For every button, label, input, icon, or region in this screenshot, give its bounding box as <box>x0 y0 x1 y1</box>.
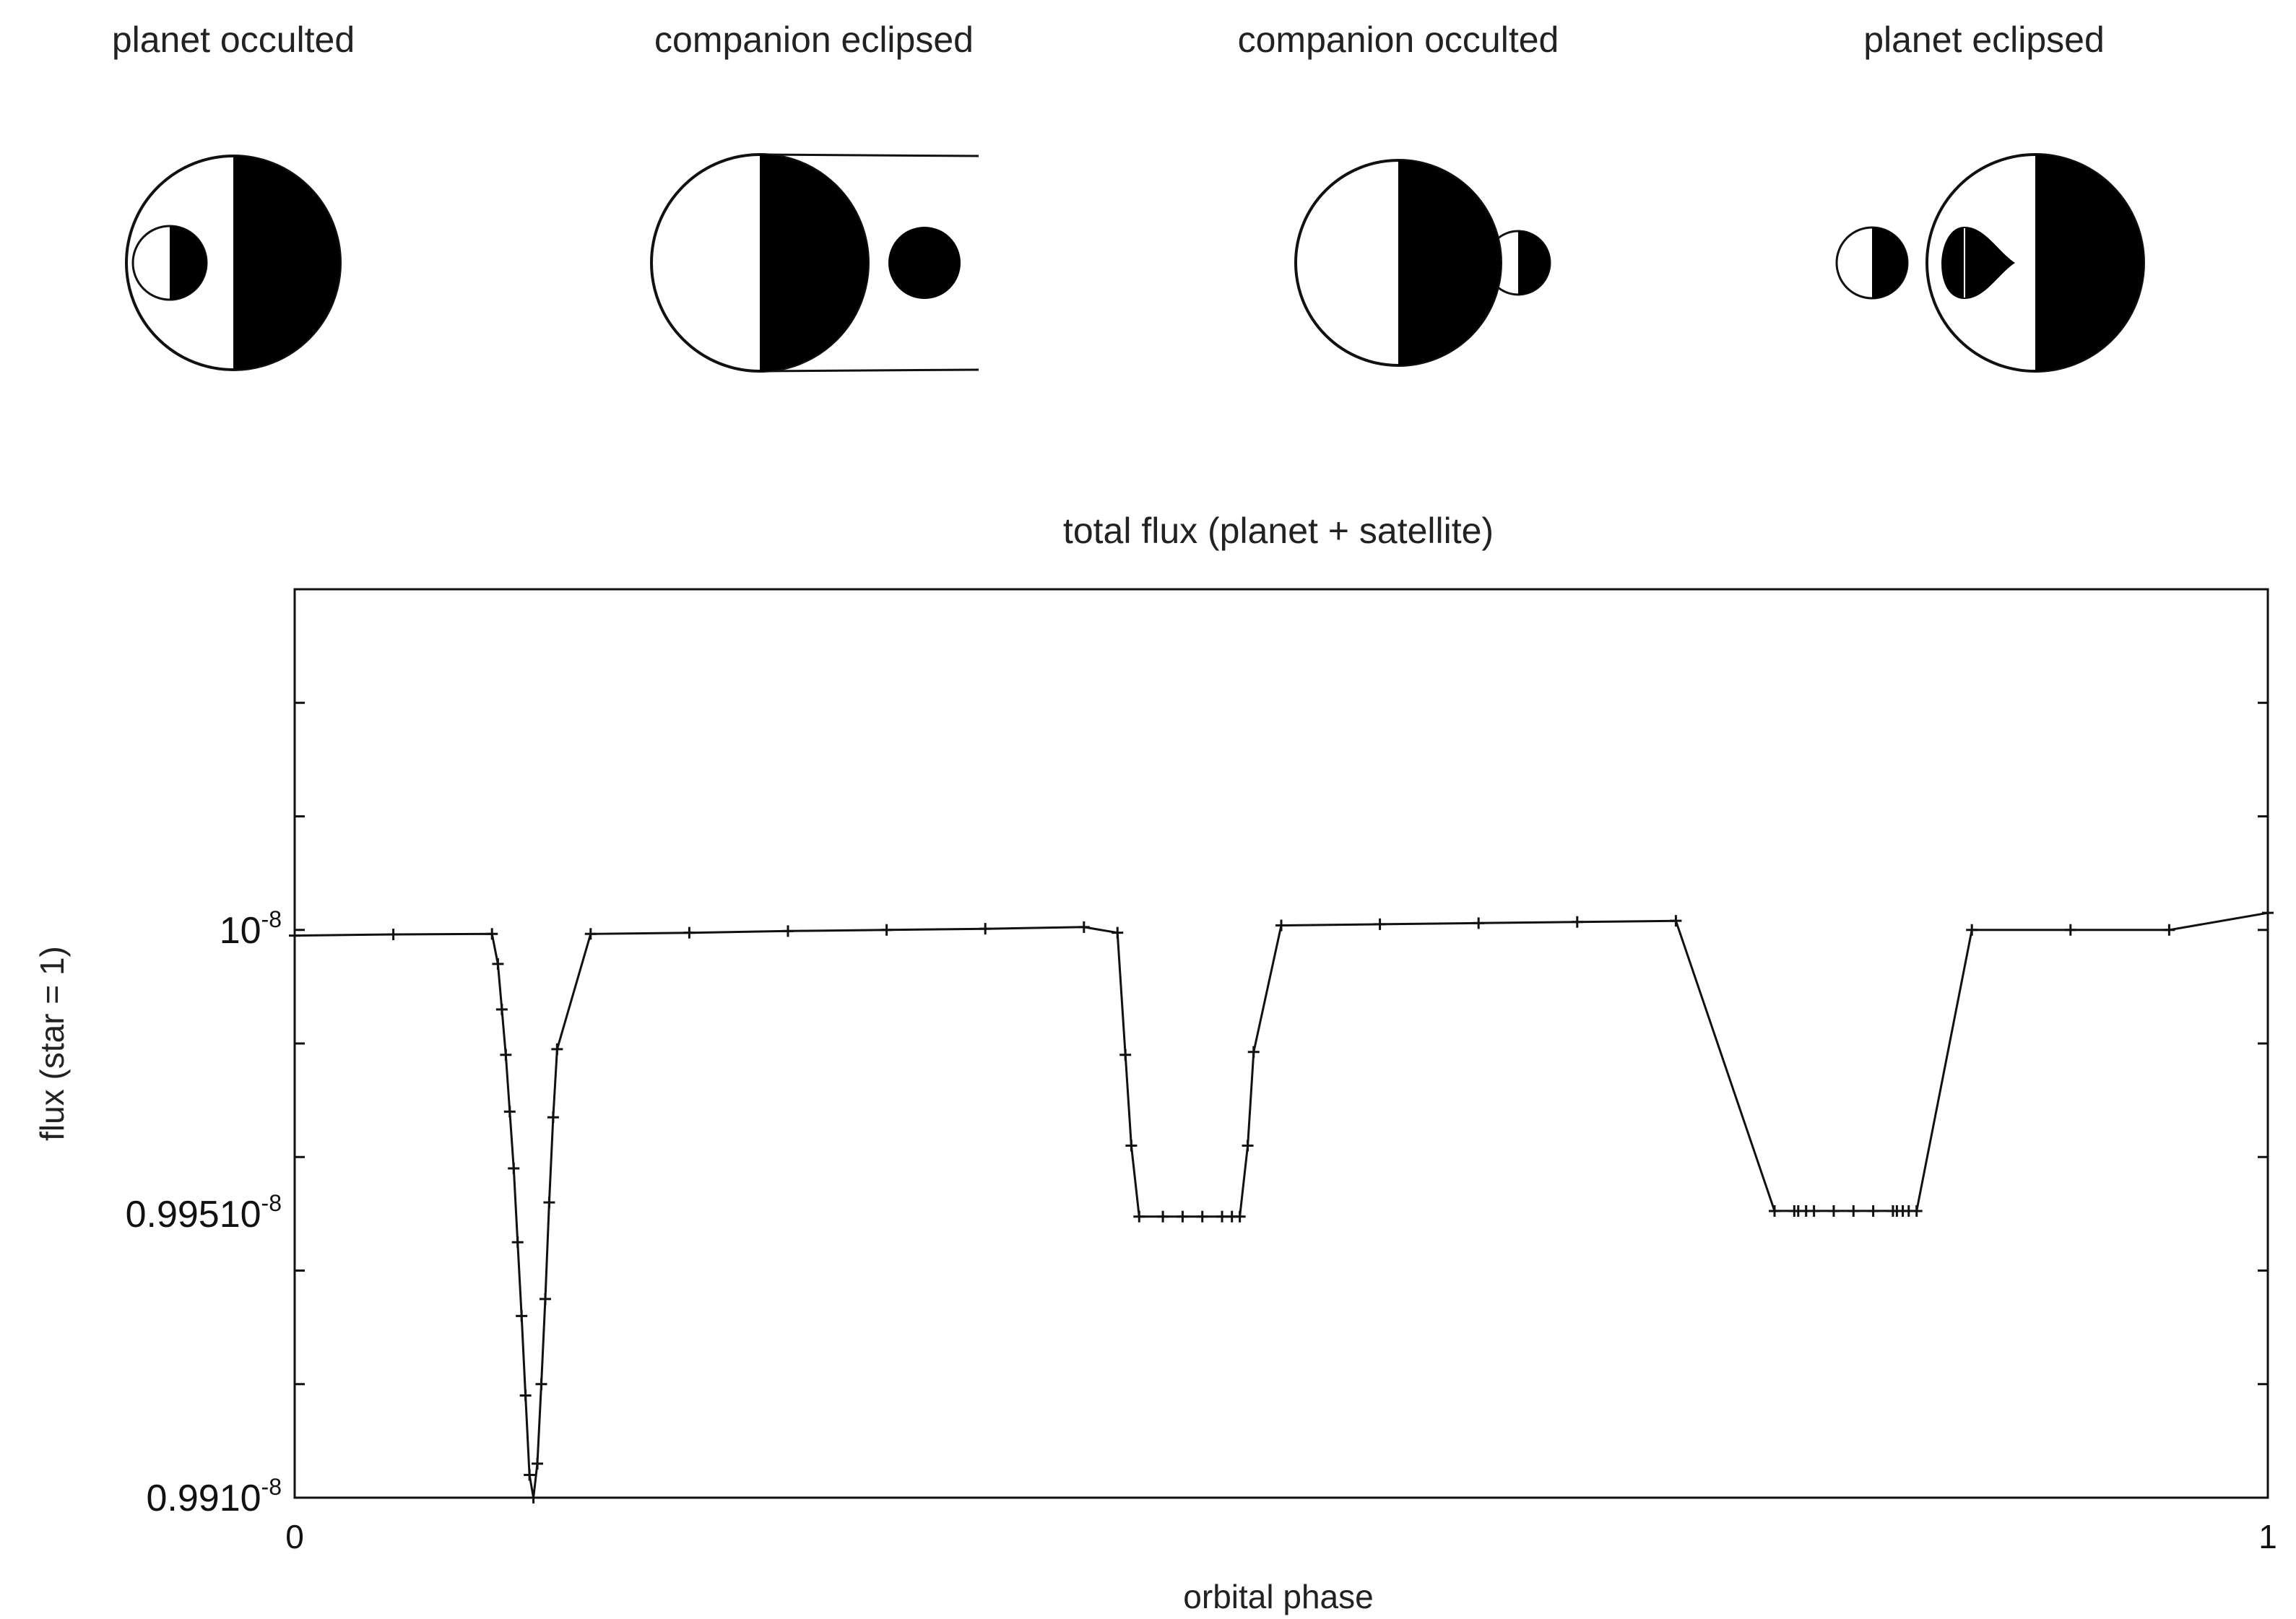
data-point <box>1670 915 1682 927</box>
phase-label: companion eclipsed <box>654 19 974 60</box>
y-tick-label: 0.9910-8 <box>147 1474 282 1519</box>
data-point <box>1216 1210 1229 1223</box>
x-tick-label: 0 <box>285 1518 304 1555</box>
data-point <box>1808 1205 1820 1217</box>
phase-diagram-companion-eclipsed: companion eclipsed <box>650 19 979 373</box>
phase-diagram-companion-occulted: companion occulted <box>1238 19 1559 367</box>
companion-night-half <box>1518 231 1550 295</box>
data-point <box>486 928 498 940</box>
shadow-edge-bottom <box>759 368 979 373</box>
chart-title: total flux (planet + satellite) <box>1063 511 1494 551</box>
data-point <box>1196 1210 1208 1223</box>
data-point <box>1125 1140 1138 1152</box>
data-point <box>1769 1205 1780 1217</box>
y-tick-exponent: -8 <box>261 1474 282 1500</box>
data-point <box>880 924 893 936</box>
data-point <box>1827 1205 1840 1217</box>
data-point <box>387 929 399 941</box>
data-point <box>547 1111 559 1124</box>
data-point <box>1473 917 1485 929</box>
data-point <box>1078 921 1090 933</box>
data-point <box>1112 926 1124 939</box>
y-tick-label: 10-8 <box>220 906 282 952</box>
phase-label: planet occulted <box>112 19 355 60</box>
data-point <box>527 1492 540 1503</box>
phase-label: companion occulted <box>1238 19 1559 60</box>
star-night-half <box>233 156 340 370</box>
data-point <box>1867 1205 1879 1217</box>
data-point <box>1119 1049 1132 1061</box>
x-axis-label: orbital phase <box>1183 1578 1373 1615</box>
data-point <box>532 1457 544 1470</box>
y-ticks: 10-80.99510-80.9910-8 <box>126 588 2268 1519</box>
data-point <box>524 1469 536 1481</box>
data-point <box>543 1197 555 1209</box>
companion-disc <box>888 227 961 299</box>
y-axis-label: flux (star = 1) <box>33 946 71 1141</box>
data-point <box>535 1378 547 1390</box>
data-point <box>495 1003 508 1015</box>
data-point <box>1247 1046 1260 1058</box>
data-point <box>782 925 794 937</box>
companion-shadow-teardrop <box>1941 227 2015 299</box>
y-tick-base: 10 <box>220 910 261 952</box>
data-point <box>1157 1210 1169 1223</box>
series-line <box>294 911 2269 1498</box>
phase-diagram-planet-occulted: planet occulted <box>112 19 355 371</box>
data-point <box>2064 924 2076 936</box>
data-point <box>500 1049 512 1061</box>
data-point <box>289 929 300 942</box>
y-tick-exponent: -8 <box>261 1190 282 1216</box>
planet-night-half <box>1398 160 1501 365</box>
y-tick-label: 0.99510-8 <box>126 1190 282 1236</box>
data-point <box>503 1106 516 1118</box>
data-point <box>1234 1210 1246 1223</box>
data-point <box>1133 1210 1145 1223</box>
data-point <box>2262 907 2274 919</box>
data-point <box>1571 916 1583 928</box>
data-point <box>1242 1140 1254 1152</box>
data-point <box>508 1162 520 1174</box>
series-markers <box>289 907 2274 1503</box>
y-tick-base: 0.99510 <box>126 1194 261 1236</box>
shadow-edge-top <box>759 153 979 157</box>
y-tick-exponent: -8 <box>261 906 282 932</box>
data-point <box>551 1043 563 1055</box>
phase-label: planet eclipsed <box>1863 19 2105 60</box>
x-tick-label: 1 <box>2258 1518 2277 1555</box>
data-point <box>1177 1210 1189 1223</box>
data-point <box>584 928 597 940</box>
small-body-night-half <box>1872 227 1907 298</box>
phase-diagram-planet-eclipsed: planet eclipsed <box>1835 19 2145 373</box>
companion-night-half <box>170 226 207 300</box>
plot-frame <box>293 588 2269 1499</box>
data-point <box>1847 1205 1860 1217</box>
light-curve-chart: total flux (planet + satellite) orbital … <box>33 511 2277 1615</box>
planet-night-half <box>760 155 868 371</box>
data-point <box>511 1236 524 1249</box>
data-point <box>1374 918 1386 930</box>
data-point <box>519 1389 532 1402</box>
data-point <box>1275 919 1287 932</box>
data-point <box>2163 924 2175 936</box>
data-point <box>516 1310 528 1322</box>
y-tick-base: 0.9910 <box>147 1477 261 1519</box>
data-point <box>683 926 696 939</box>
planet-night-half <box>2035 155 2144 371</box>
data-point <box>1910 1205 1923 1217</box>
data-point <box>1966 924 1978 936</box>
data-point <box>539 1293 551 1305</box>
data-point <box>492 958 504 970</box>
data-point <box>979 923 992 935</box>
